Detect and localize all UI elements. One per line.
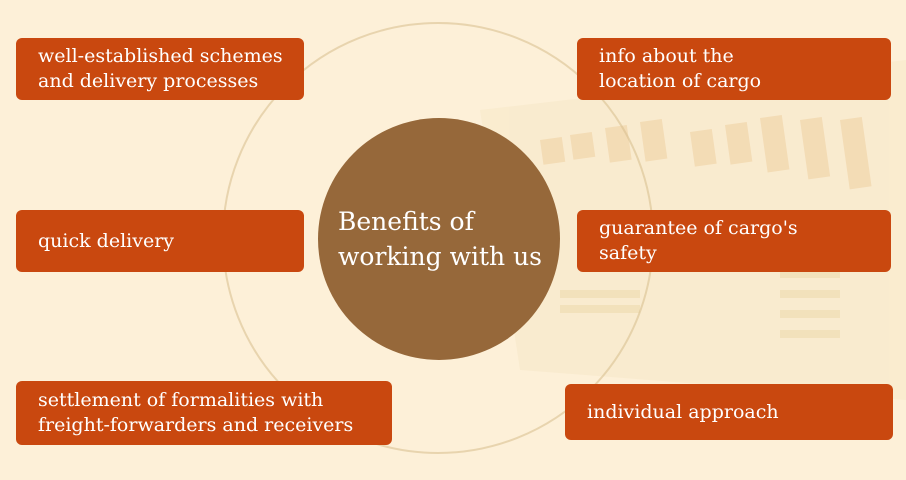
benefit-label: info about the location of cargo bbox=[599, 45, 762, 92]
center-label: Benefits of working with us bbox=[338, 207, 543, 271]
benefit-label: individual approach bbox=[587, 400, 779, 423]
benefit-box-schemes: well-established schemes and delivery pr… bbox=[16, 38, 304, 100]
benefit-box-formalities: settlement of formalities with freight-f… bbox=[16, 381, 392, 445]
benefit-label: quick delivery bbox=[38, 229, 175, 252]
benefit-box-quick-delivery: quick delivery bbox=[16, 210, 304, 272]
benefit-box-cargo-safety: guarantee of cargo's safety bbox=[577, 210, 891, 272]
center-circle: Benefits of working with us bbox=[318, 118, 560, 360]
benefit-label: settlement of formalities with freight-f… bbox=[38, 389, 354, 436]
benefit-label: guarantee of cargo's safety bbox=[599, 217, 798, 264]
benefit-label: well-established schemes and delivery pr… bbox=[38, 45, 283, 92]
benefit-box-cargo-location: info about the location of cargo bbox=[577, 38, 891, 100]
benefit-box-individual-approach: individual approach bbox=[565, 384, 893, 440]
